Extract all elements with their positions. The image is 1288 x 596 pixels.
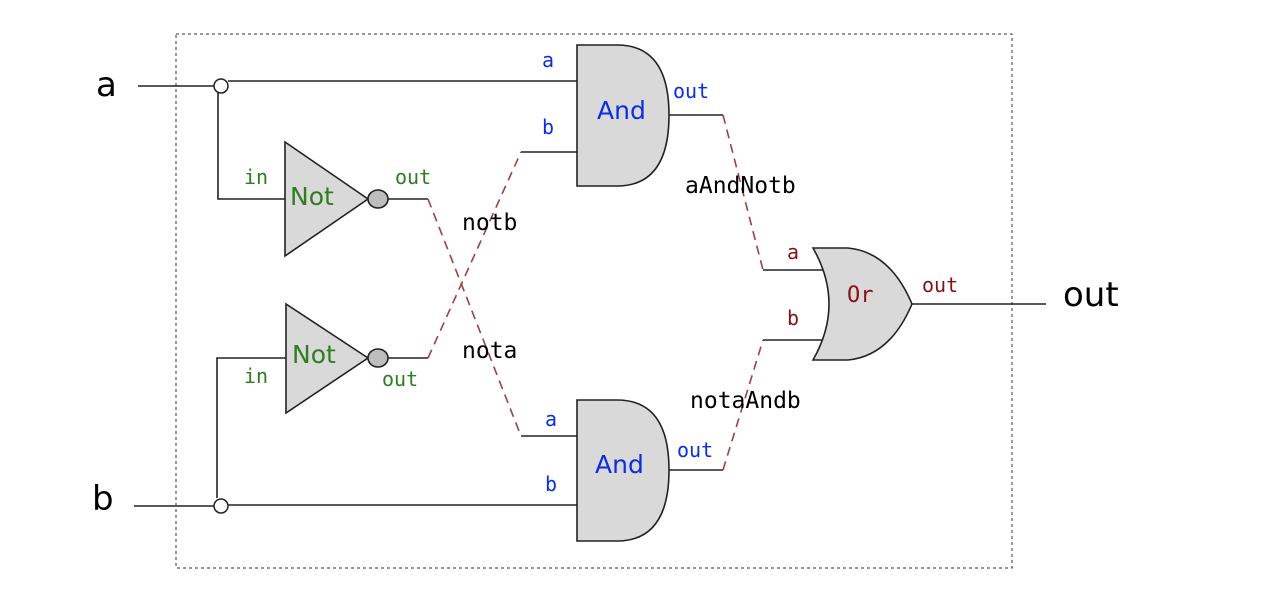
not-top-out-label: out (395, 165, 431, 189)
or-b-label: b (787, 306, 799, 330)
not-bottom-bubble (367, 348, 389, 368)
and-bottom-label: And (595, 450, 644, 479)
input-b-label: b (92, 479, 114, 519)
solid-wires (134, 80, 1046, 507)
and-top-b-label: b (542, 115, 554, 139)
input-a-label: a (96, 65, 117, 105)
wire-aAndNotb (722, 114, 764, 271)
wire-a-to-not-top (217, 93, 285, 200)
or-out-label: out (922, 273, 958, 297)
wire-label-notb: notb (462, 210, 517, 236)
junction-a (213, 78, 229, 94)
wire-label-notaAndb: notaAndb (690, 388, 801, 414)
not-bottom-in-label: in (244, 364, 268, 388)
not-top-label: Not (290, 182, 334, 211)
wire-b-to-not-bottom (216, 357, 286, 498)
wire-nota (427, 151, 522, 359)
or-a-label: a (787, 240, 799, 264)
chip-boundary (175, 33, 1013, 569)
wire-notaAndb (722, 339, 764, 471)
not-top-in-label: in (244, 165, 268, 189)
and-top-a-label: a (542, 48, 554, 72)
wire-notb (427, 198, 522, 437)
wire-label-nota: nota (462, 338, 517, 364)
and-top-label: And (597, 96, 646, 125)
and-bottom-out-label: out (677, 438, 713, 462)
or-label: Or (847, 283, 874, 308)
and-gate-top (576, 44, 670, 187)
and-top-out-label: out (673, 79, 709, 103)
output-out-label: out (1063, 275, 1119, 315)
and-gate-bottom (576, 399, 670, 542)
or-gate (811, 247, 913, 361)
dashed-wires (427, 114, 764, 471)
and-bottom-a-label: a (545, 407, 557, 431)
not-bottom-label: Not (292, 340, 336, 369)
not-bottom-out-label: out (382, 367, 418, 391)
wire-label-aAndNotb: aAndNotb (685, 173, 796, 199)
and-bottom-b-label: b (545, 472, 557, 496)
not-gate-bottom (285, 302, 389, 415)
junction-b (213, 498, 229, 514)
not-gate-top (284, 140, 389, 258)
not-top-bubble (367, 189, 389, 209)
